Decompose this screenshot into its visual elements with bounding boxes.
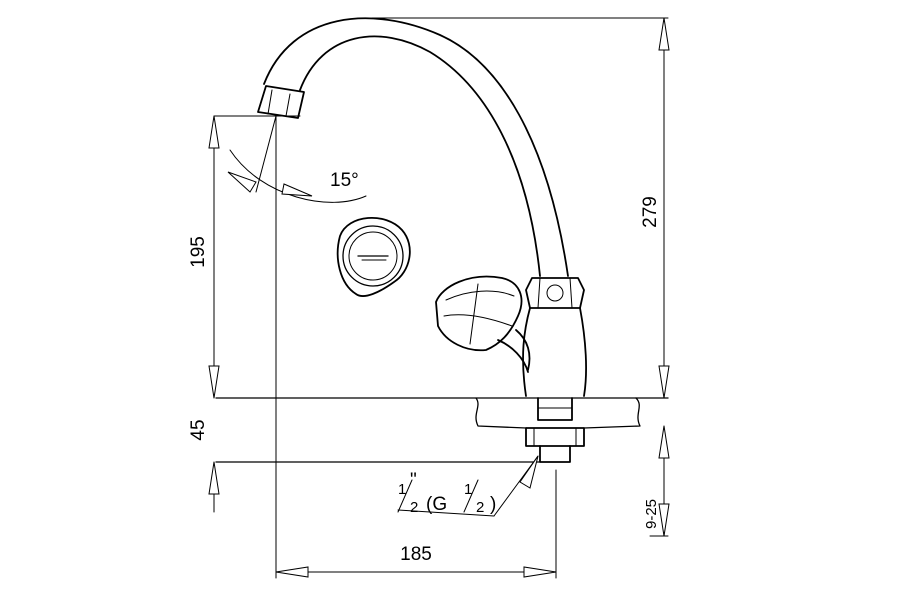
dim-45-label: 45 [188, 419, 209, 440]
dimension-labels: 195 45 279 9-25 185 15° [188, 170, 661, 565]
thread-g-open: (G [426, 494, 447, 515]
thread-num-2: 1 [464, 481, 472, 498]
faucet-outline [257, 17, 587, 463]
dim-185-label: 185 [400, 544, 432, 565]
thread-den-2: 2 [476, 499, 484, 516]
dimension-lines [208, 17, 670, 579]
thread-den-1: 2 [410, 499, 418, 516]
mounting-deck [215, 397, 669, 463]
cartridge-symbol [336, 217, 411, 297]
angle-15-label: 15° [330, 170, 359, 191]
thread-num-1: 1 [398, 481, 406, 498]
thread-spec-label: 1 " 2 (G 1 2 ) [397, 470, 496, 517]
dim-195-label: 195 [188, 236, 209, 268]
thread-inch-mark: " [410, 470, 417, 491]
dim-9-25-label: 9-25 [643, 499, 660, 529]
dim-279-label: 279 [640, 196, 661, 228]
thread-close: ) [490, 494, 496, 515]
